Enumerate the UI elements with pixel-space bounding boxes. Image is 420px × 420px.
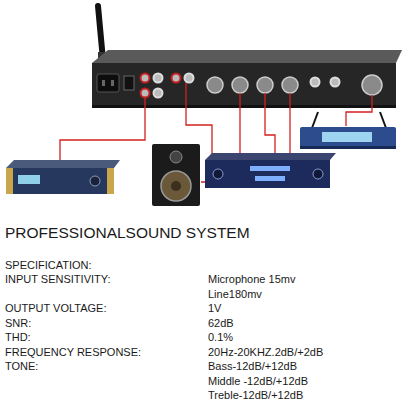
unit-top — [92, 50, 402, 63]
rca-jack — [172, 74, 181, 83]
amp-stripe — [255, 176, 285, 181]
wire — [346, 95, 372, 126]
speaker-cabinet — [152, 144, 200, 206]
rca-jack — [141, 74, 150, 83]
power-socket — [97, 74, 119, 92]
spec-label: SNR: — [5, 317, 31, 329]
speaker-woofer — [161, 171, 191, 201]
jack-socket — [311, 78, 320, 87]
unit-base — [92, 105, 396, 108]
wire — [239, 93, 240, 158]
socket-pin — [111, 80, 114, 86]
amp-stripe — [250, 166, 290, 171]
spec-value: Line180mv — [208, 288, 262, 300]
spec-value: Middle -12dB/+12dB — [208, 375, 308, 387]
spec-label: OUTPUT VOLTAGE: — [5, 302, 106, 314]
unit-rear-panel — [92, 63, 396, 107]
xlr-jack — [282, 77, 298, 93]
spec-value: 62dB — [208, 317, 234, 329]
spec-label: THD: — [5, 331, 31, 343]
spec-label: INPUT SENSITIVITY: — [5, 273, 111, 285]
wire — [265, 93, 275, 158]
receiver-antenna — [312, 112, 318, 128]
spec-label: SPECIFICATION: — [5, 259, 92, 271]
page-title: PROFESSIONALSOUND SYSTEM — [5, 224, 250, 241]
jack-socket — [331, 78, 340, 87]
spec-value: Microphone 15mv — [208, 273, 295, 285]
player-display — [18, 175, 40, 184]
amp-top — [205, 153, 336, 160]
receiver-base — [300, 146, 396, 149]
spec-value: Treble-12dB/+12dB — [208, 389, 303, 401]
player-body — [6, 168, 114, 194]
antenna — [98, 6, 103, 60]
amp-knob — [213, 169, 223, 179]
wire — [289, 93, 290, 158]
speaker-tweeter — [170, 151, 182, 163]
speaker-dustcap — [171, 181, 181, 191]
rca-jack — [185, 74, 194, 83]
rca-jack — [154, 74, 163, 83]
amp-knob — [313, 169, 323, 179]
power-switch — [124, 76, 134, 90]
rca-jack — [141, 89, 150, 98]
xlr-jack — [207, 77, 223, 93]
player-endcap — [6, 168, 13, 194]
xlr-jack — [232, 77, 248, 93]
spec-value: 0.1% — [208, 331, 233, 343]
xlr-jack — [257, 77, 273, 93]
wire — [60, 98, 145, 166]
spec-value: Bass-12dB/+12dB — [208, 360, 297, 372]
receiver-antenna — [380, 112, 386, 128]
receiver-display — [322, 132, 372, 142]
player-endcap — [107, 168, 114, 194]
spec-label: TONE: — [5, 360, 38, 372]
receiver-body — [300, 127, 396, 148]
player-knob — [90, 176, 100, 186]
rca-jack — [154, 89, 163, 98]
player-top — [6, 160, 120, 168]
spec-label: FREQUENCY RESPONSE: — [5, 346, 141, 358]
xlr-input — [362, 75, 382, 95]
spec-value: 20Hz-20KHZ.2dB/+2dB — [208, 346, 323, 358]
socket-pin — [102, 80, 105, 86]
spec-value: 1V — [208, 302, 221, 314]
amp-body — [205, 160, 330, 188]
